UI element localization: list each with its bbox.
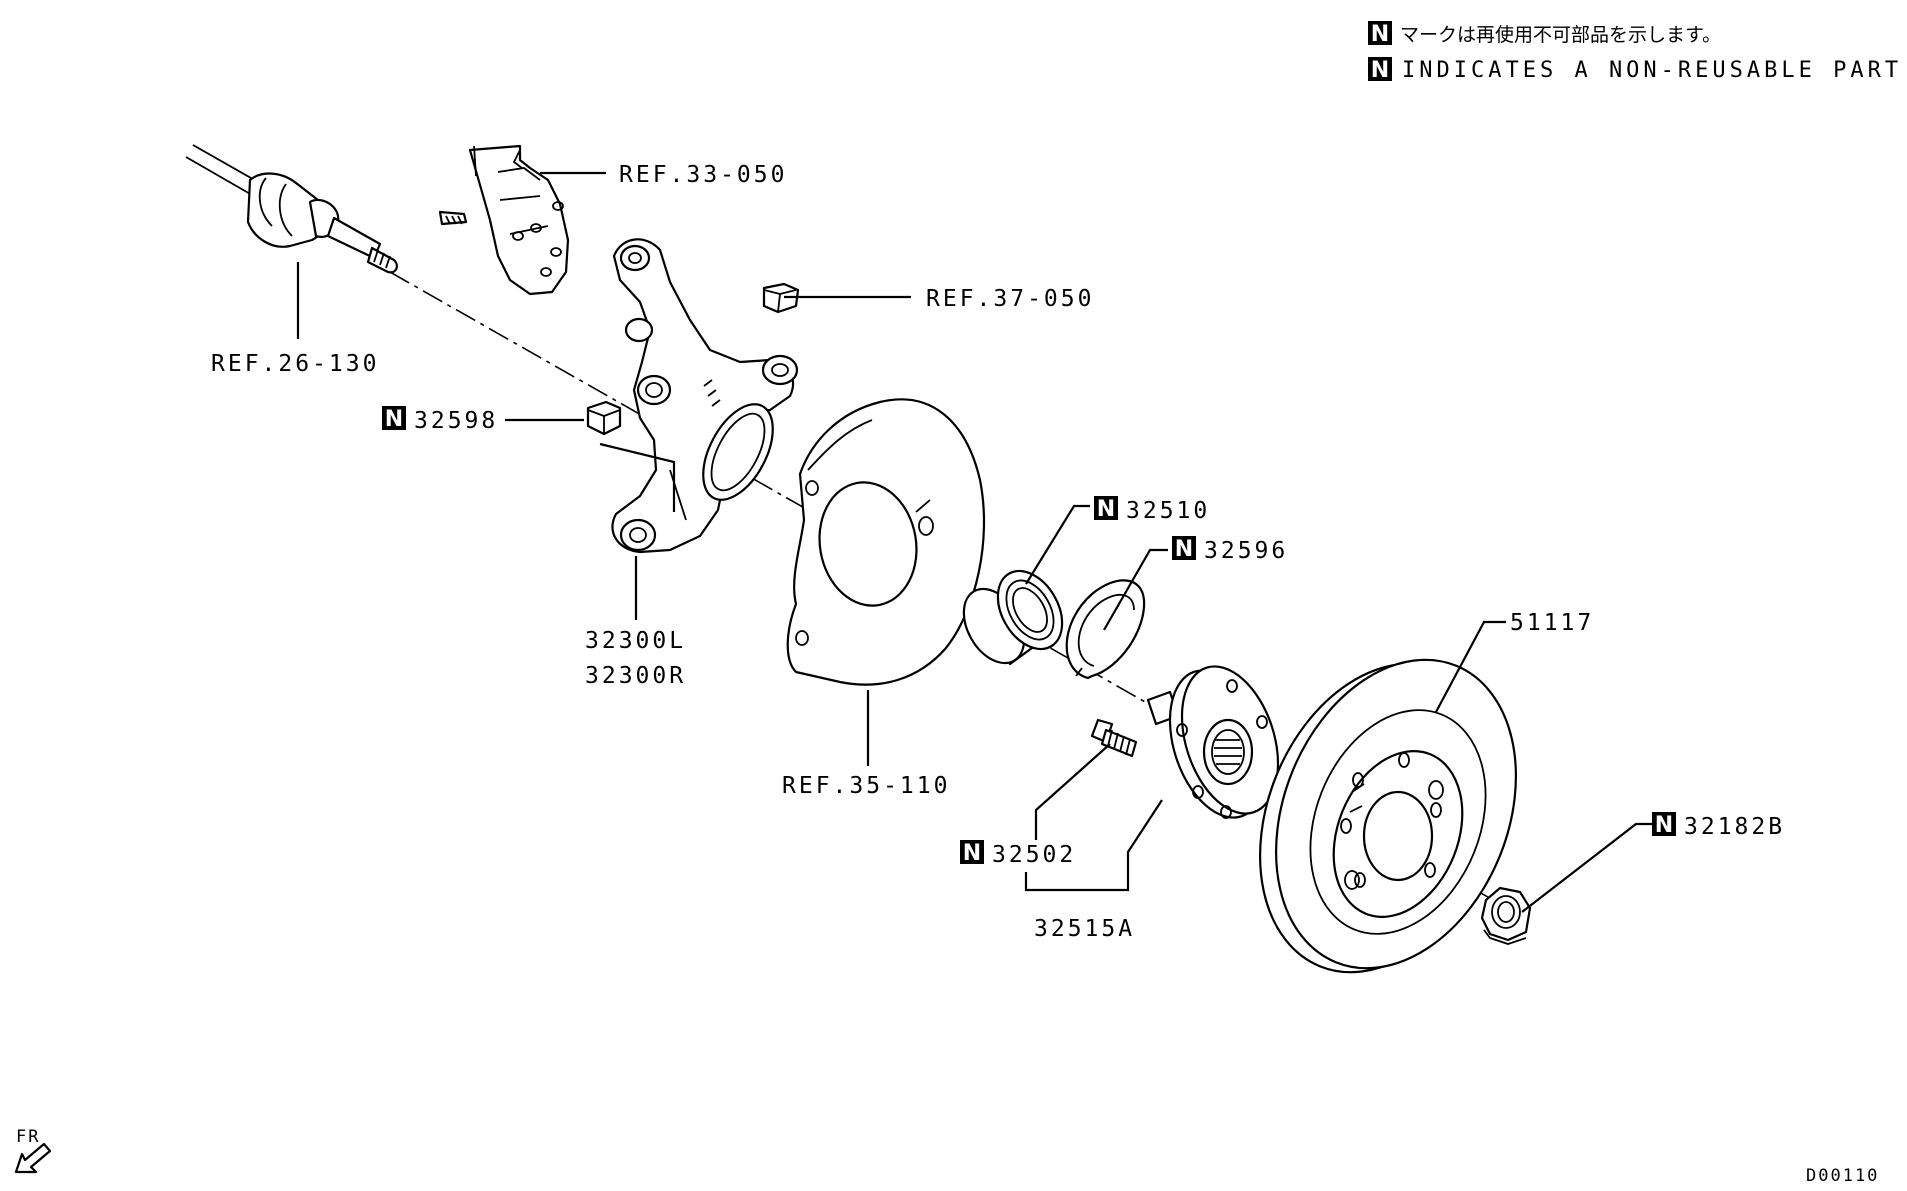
label-ref-26-130: REF.26-130 xyxy=(211,351,379,377)
label-ref-35-110: REF.35-110 xyxy=(782,773,950,799)
label-32515A: 32515A xyxy=(1034,916,1135,942)
non-reusable-marker-icon xyxy=(1652,812,1676,836)
label-32182B: 32182B xyxy=(1684,814,1785,840)
label-32510: 32510 xyxy=(1126,498,1210,524)
direction-label: FR xyxy=(16,1127,40,1147)
wheel-hub xyxy=(1146,665,1280,819)
label-32596: 32596 xyxy=(1204,538,1288,564)
drive-shaft xyxy=(185,144,398,274)
svg-text:N: N xyxy=(1371,58,1389,83)
upper-nut xyxy=(762,282,800,314)
legend-english: INDICATES A NON-REUSABLE PART. xyxy=(1402,58,1907,83)
front-direction-arrow-icon xyxy=(14,1142,52,1174)
steering-knuckle xyxy=(611,238,799,554)
brake-disc xyxy=(1258,658,1518,974)
non-reusable-marker-icon xyxy=(1368,57,1392,81)
legend: N マークは再使用不可部品を示します。 N INDICATES A NON-RE… xyxy=(1368,21,1907,83)
label-ref-37-050: REF.37-050 xyxy=(926,286,1094,312)
front-direction-indicator: FR xyxy=(14,1127,52,1174)
label-32300L: 32300L xyxy=(585,628,686,654)
non-reusable-marker-icon xyxy=(382,406,406,430)
non-reusable-marker-icon xyxy=(1368,21,1392,45)
non-reusable-marker-icon xyxy=(1172,536,1196,560)
svg-text:N: N xyxy=(1655,813,1673,838)
hub-bolt xyxy=(1090,718,1138,758)
non-reusable-marker-icon xyxy=(960,840,984,864)
wheel-bearing xyxy=(962,569,1064,666)
hub-nut xyxy=(1480,886,1532,945)
svg-text:N: N xyxy=(1097,497,1115,522)
leader-lines xyxy=(296,171,1652,913)
legend-japanese: マークは再使用不可部品を示します。 xyxy=(1400,24,1721,46)
svg-text:N: N xyxy=(1175,537,1193,562)
svg-text:N: N xyxy=(963,841,981,866)
diagram-code: D00110 xyxy=(1806,1166,1879,1186)
label-ref-33-050: REF.33-050 xyxy=(619,162,787,188)
label-32300R: 32300R xyxy=(585,663,686,689)
svg-text:N: N xyxy=(385,407,403,432)
svg-text:N: N xyxy=(1371,22,1389,47)
label-51117: 51117 xyxy=(1510,610,1594,636)
label-32598: 32598 xyxy=(414,408,498,434)
label-32502: 32502 xyxy=(992,842,1076,868)
part-labels: REF.33-050 REF.37-050 REF.26-130 N 32598… xyxy=(211,162,1785,942)
nut-32598 xyxy=(586,400,622,436)
dust-shield xyxy=(786,398,986,686)
non-reusable-marker-icon xyxy=(1094,496,1118,520)
strut-assembly xyxy=(438,144,570,296)
